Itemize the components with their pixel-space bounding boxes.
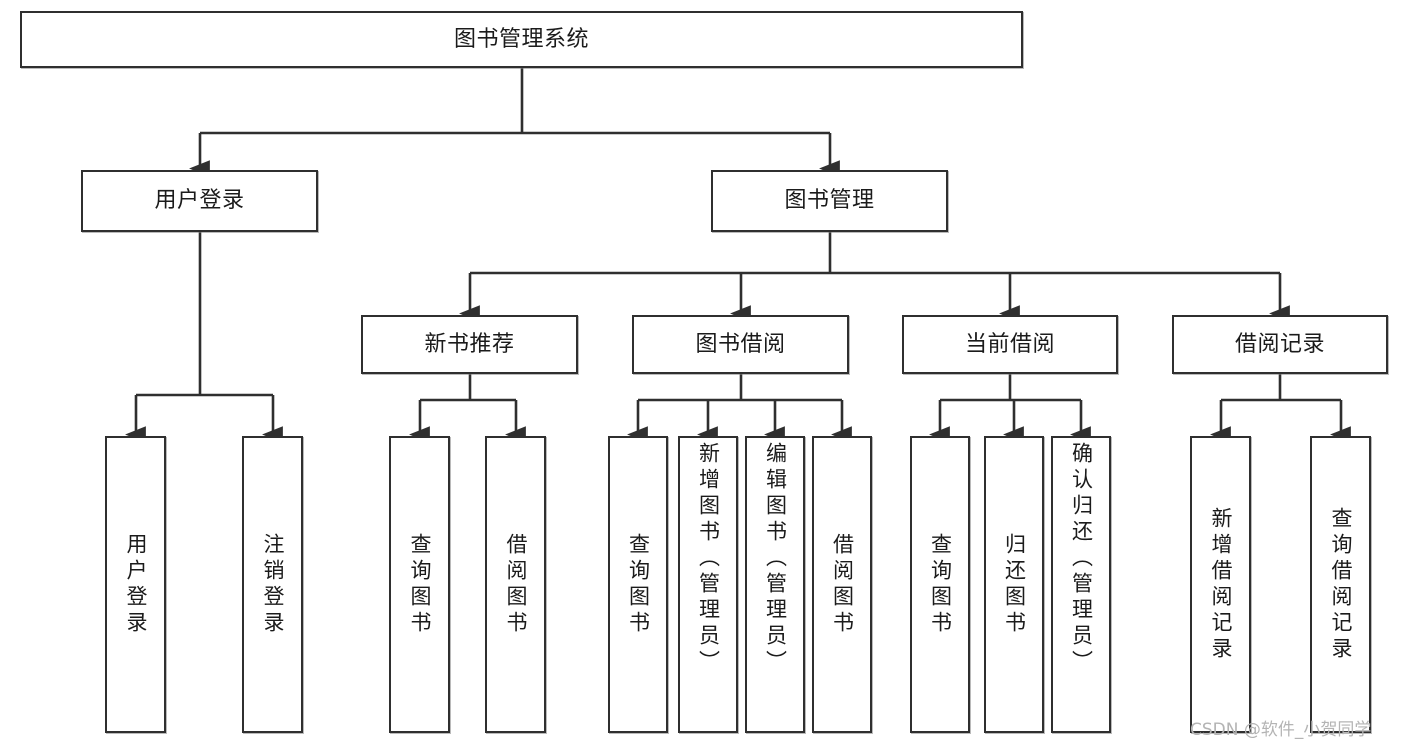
node-label: 新增借阅记录	[1209, 506, 1233, 663]
node-label: 确认归还（管理员）	[1069, 442, 1094, 676]
node-label: 查询图书	[626, 532, 651, 637]
node-leaf-query-book-1[interactable]: 查询图书	[389, 436, 450, 733]
node-label: 图书借阅	[695, 331, 786, 357]
node-label: 归还图书	[1002, 532, 1027, 637]
node-label: 借阅图书	[830, 532, 855, 637]
node-label: 编辑图书（管理员）	[763, 442, 788, 676]
node-leaf-query-record[interactable]: 查询借阅记录	[1310, 436, 1371, 733]
node-label: 查询借阅记录	[1329, 506, 1353, 663]
node-leaf-add-book[interactable]: 新增图书（管理员）	[678, 436, 738, 733]
node-label: 图书管理	[784, 188, 875, 214]
csdn-watermark: CSDN @软件_小贺同学	[1190, 720, 1372, 740]
node-book-manage[interactable]: 图书管理	[711, 170, 948, 232]
node-leaf-query-book-2[interactable]: 查询图书	[608, 436, 668, 733]
node-leaf-add-record[interactable]: 新增借阅记录	[1190, 436, 1251, 733]
node-leaf-user-login[interactable]: 用户登录	[105, 436, 166, 733]
node-leaf-query-book-3[interactable]: 查询图书	[910, 436, 970, 733]
node-label: 注销登录	[261, 532, 285, 637]
node-leaf-confirm-return[interactable]: 确认归还（管理员）	[1051, 436, 1111, 733]
node-label: 当前借阅	[964, 331, 1055, 357]
node-leaf-user-logout[interactable]: 注销登录	[242, 436, 303, 733]
node-leaf-edit-book[interactable]: 编辑图书（管理员）	[745, 436, 805, 733]
node-label: 借阅记录	[1234, 331, 1325, 357]
node-book-borrow[interactable]: 图书借阅	[632, 315, 849, 374]
node-label: 用户登录	[124, 532, 148, 637]
node-leaf-borrow-book-1[interactable]: 借阅图书	[485, 436, 546, 733]
node-current-borrow[interactable]: 当前借阅	[902, 315, 1118, 374]
node-label: 查询图书	[928, 532, 953, 637]
node-label: 新书推荐	[424, 331, 515, 357]
node-leaf-borrow-book-2[interactable]: 借阅图书	[812, 436, 872, 733]
node-label: 图书管理系统	[453, 26, 589, 52]
node-label: 用户登录	[154, 188, 245, 214]
node-root[interactable]: 图书管理系统	[20, 11, 1023, 68]
node-leaf-return-book[interactable]: 归还图书	[984, 436, 1044, 733]
node-user-login[interactable]: 用户登录	[81, 170, 318, 232]
node-label: 新增图书（管理员）	[696, 442, 721, 676]
node-label: 借阅图书	[504, 532, 528, 637]
node-label: 查询图书	[408, 532, 432, 637]
node-new-book-rec[interactable]: 新书推荐	[361, 315, 578, 374]
node-borrow-record[interactable]: 借阅记录	[1172, 315, 1388, 374]
